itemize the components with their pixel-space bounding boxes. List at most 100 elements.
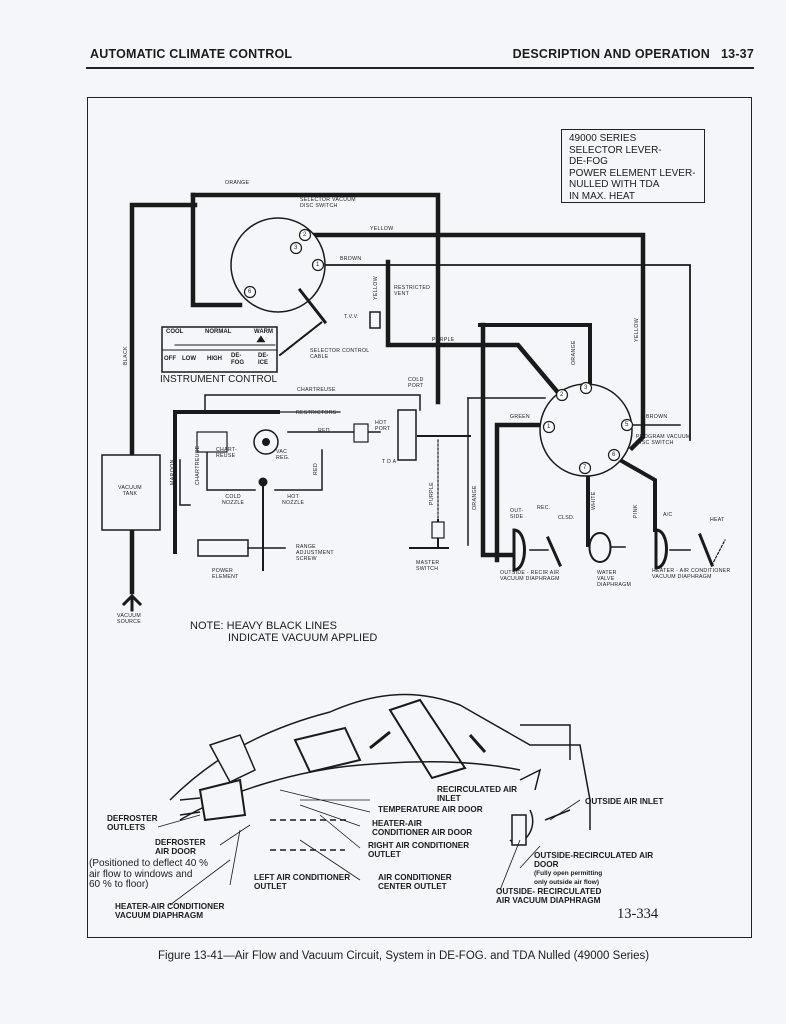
heavy-line-pink	[617, 457, 657, 532]
heavy-line-orange-low	[478, 323, 592, 394]
vacuum-source-arrow	[121, 593, 143, 612]
line-brown	[317, 264, 691, 441]
panel-deice: DE-ICE	[258, 353, 269, 366]
panel-warm: WARM	[254, 329, 273, 335]
label-purple-low: PURPLE	[429, 481, 435, 505]
heavy-line-selector-left	[190, 192, 243, 308]
selector-port-1: 1	[316, 262, 320, 268]
label-heat: HEAT	[710, 517, 725, 523]
panel-cool: COOL	[166, 329, 184, 335]
recir-diaphragm	[512, 528, 526, 572]
heavy-line-black	[129, 202, 198, 595]
selector-port-6: 6	[248, 289, 252, 295]
vacuum-tank	[101, 454, 161, 531]
label-red-vertical: RED	[313, 462, 319, 475]
line-chartreuse	[204, 394, 421, 413]
label-orange-top: ORANGE	[225, 180, 250, 186]
label-yellow-right: YELLOW	[634, 317, 640, 342]
heavy-line-purple	[385, 259, 564, 399]
line-maroon	[179, 459, 191, 506]
selector-port-2: 2	[303, 232, 307, 238]
header-rule	[86, 67, 754, 69]
line-hot	[274, 449, 323, 491]
label-clsd: CLSD.	[558, 515, 575, 521]
label-temp-door: TEMPERATURE AIR DOOR	[378, 805, 483, 814]
label-yellow-top: YELLOW	[370, 226, 394, 232]
label-rec: REC.	[537, 505, 551, 511]
heavy-line-orange	[190, 192, 441, 405]
label-ac: A/C	[663, 512, 673, 518]
figure-caption: Figure 13-41—Air Flow and Vacuum Circuit…	[158, 950, 650, 962]
instrument-control-label: INSTRUMENT CONTROL	[160, 374, 278, 385]
power-element	[197, 539, 249, 557]
label-red-top: RED	[318, 428, 330, 434]
label-chartreuse-top: CHARTREUSE	[297, 387, 336, 393]
diagram-note: NOTE: HEAVY BLACK LINES INDICATE VACUUM …	[190, 620, 378, 644]
label-orange-low: ORANGE	[472, 485, 478, 510]
label-defroster-note: (Positioned to deflect 40 %air flow to w…	[89, 858, 208, 890]
selector-disc-switch	[230, 217, 326, 313]
label-brown-right: BROWN	[646, 414, 668, 420]
program-port-2: 2	[560, 392, 564, 398]
label-pink: PINK	[633, 504, 639, 518]
label-chartreuse-box: CHART-REUSE	[216, 447, 238, 459]
panel-normal: NORMAL	[205, 329, 232, 335]
panel-low: LOW	[182, 356, 196, 362]
tda-unit	[397, 409, 417, 461]
filter-left	[293, 726, 362, 774]
label-restrictors: RESTRICTORS	[296, 410, 337, 416]
label-brown: BROWN	[340, 256, 362, 262]
label-maroon: MAROON	[170, 459, 176, 485]
label-yellow-mid: YELLOW	[373, 275, 379, 300]
label-chartreuse-left: CHARTREUSE	[195, 445, 201, 485]
line-cold	[206, 439, 256, 491]
panel-high: HIGH	[207, 356, 222, 362]
filter-right	[388, 698, 467, 780]
program-port-6: 6	[612, 452, 616, 458]
label-tvv: T.V.V.	[344, 314, 359, 320]
panel-off: OFF	[164, 356, 176, 362]
header-section-title: AUTOMATIC CLIMATE CONTROL	[90, 47, 293, 61]
heavy-line-green	[494, 422, 546, 563]
panel-defog: DE-FOG	[231, 353, 244, 366]
label-purple-top: PURPLE	[432, 337, 455, 343]
heavy-line-outside	[480, 322, 517, 558]
label-out-side: OUT-SIDE	[510, 508, 524, 520]
label-black: BLACK	[123, 345, 129, 365]
heater-ac-diaphragm	[654, 528, 668, 570]
program-port-1: 1	[547, 424, 551, 430]
header-page-title: DESCRIPTION AND OPERATION 13-37	[512, 47, 754, 61]
airflow-illustration	[157, 693, 591, 906]
water-valve	[588, 531, 612, 564]
program-port-3: 3	[584, 385, 588, 391]
label-white: WHITE	[591, 491, 597, 510]
